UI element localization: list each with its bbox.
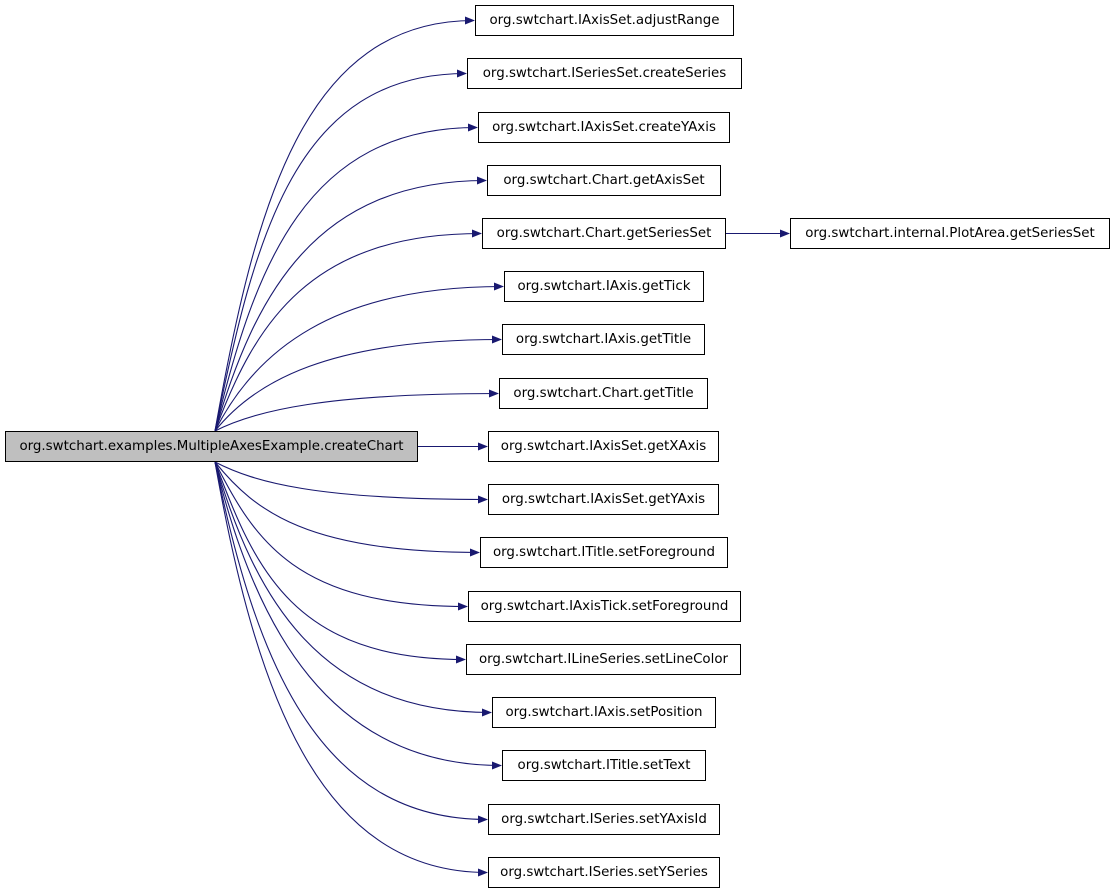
callee-node-set-line-color[interactable]: org.swtchart.ILineSeries.setLineColor bbox=[466, 644, 741, 675]
call-edge bbox=[214, 282, 504, 432]
callee-label: org.swtchart.ITitle.setText bbox=[517, 758, 691, 773]
root-function-label: org.swtchart.examples.MultipleAxesExampl… bbox=[19, 439, 404, 454]
call-edge bbox=[214, 16, 475, 432]
secondary-node-plot-area-get-series-set[interactable]: org.swtchart.internal.PlotArea.getSeries… bbox=[790, 218, 1110, 249]
call-edge bbox=[214, 69, 467, 432]
call-edge bbox=[214, 461, 468, 611]
callee-label: org.swtchart.ISeries.setYSeries bbox=[500, 865, 708, 880]
call-edge bbox=[214, 461, 502, 770]
callee-node-get-y-axis[interactable]: org.swtchart.IAxisSet.getYAxis bbox=[488, 484, 719, 515]
callee-node-get-x-axis[interactable]: org.swtchart.IAxisSet.getXAxis bbox=[488, 431, 719, 462]
callee-node-adjust-range[interactable]: org.swtchart.IAxisSet.adjustRange bbox=[475, 5, 734, 36]
call-edge bbox=[214, 461, 488, 504]
call-edge bbox=[214, 176, 487, 432]
call-edge bbox=[214, 389, 499, 432]
callee-label: org.swtchart.IAxis.setPosition bbox=[505, 705, 703, 720]
callee-label: org.swtchart.IAxisTick.setForeground bbox=[480, 599, 729, 614]
callee-node-get-axis-set[interactable]: org.swtchart.Chart.getAxisSet bbox=[487, 165, 721, 196]
callee-label: org.swtchart.Chart.getAxisSet bbox=[503, 173, 705, 188]
callee-label: org.swtchart.Chart.getTitle bbox=[513, 386, 694, 401]
callee-label: org.swtchart.Chart.getSeriesSet bbox=[496, 226, 712, 241]
callee-label: org.swtchart.IAxis.getTitle bbox=[515, 332, 692, 347]
callee-label: org.swtchart.ISeries.setYAxisId bbox=[501, 812, 707, 827]
callee-node-set-position[interactable]: org.swtchart.IAxis.setPosition bbox=[492, 697, 716, 728]
callee-node-set-text[interactable]: org.swtchart.ITitle.setText bbox=[502, 750, 706, 781]
callee-label: org.swtchart.IAxisSet.createYAxis bbox=[492, 120, 716, 135]
callee-label: org.swtchart.IAxisSet.getYAxis bbox=[501, 492, 706, 507]
call-edge bbox=[214, 461, 466, 664]
callee-node-get-series-set[interactable]: org.swtchart.Chart.getSeriesSet bbox=[482, 218, 726, 249]
call-edge bbox=[214, 461, 488, 824]
callee-label: org.swtchart.ILineSeries.setLineColor bbox=[478, 652, 729, 667]
call-edge bbox=[214, 461, 480, 557]
call-edge bbox=[214, 229, 482, 432]
callee-node-create-y-axis[interactable]: org.swtchart.IAxisSet.createYAxis bbox=[478, 112, 730, 143]
callee-node-chart-get-title[interactable]: org.swtchart.Chart.getTitle bbox=[499, 378, 708, 409]
callee-label: org.swtchart.ITitle.setForeground bbox=[492, 545, 716, 560]
callee-node-axis-tick-set-foreground[interactable]: org.swtchart.IAxisTick.setForeground bbox=[468, 591, 741, 622]
call-edge bbox=[214, 335, 502, 432]
call-edge bbox=[214, 123, 478, 432]
callee-label: org.swtchart.IAxisSet.getXAxis bbox=[500, 439, 707, 454]
callee-label: org.swtchart.IAxisSet.adjustRange bbox=[489, 13, 720, 28]
call-edge bbox=[214, 461, 492, 717]
callee-node-title-set-foreground[interactable]: org.swtchart.ITitle.setForeground bbox=[480, 537, 728, 568]
callee-label: org.swtchart.IAxis.getTick bbox=[517, 279, 691, 294]
callee-node-get-tick[interactable]: org.swtchart.IAxis.getTick bbox=[504, 271, 704, 302]
secondary-label: org.swtchart.internal.PlotArea.getSeries… bbox=[805, 226, 1095, 241]
root-function-node[interactable]: org.swtchart.examples.MultipleAxesExampl… bbox=[5, 431, 418, 462]
callee-label: org.swtchart.ISeriesSet.createSeries bbox=[482, 66, 727, 81]
callee-node-set-y-axis-id[interactable]: org.swtchart.ISeries.setYAxisId bbox=[488, 804, 720, 835]
callee-node-set-y-series[interactable]: org.swtchart.ISeries.setYSeries bbox=[488, 857, 720, 888]
call-edge bbox=[214, 461, 488, 877]
callee-node-axis-get-title[interactable]: org.swtchart.IAxis.getTitle bbox=[502, 324, 705, 355]
callee-node-create-series[interactable]: org.swtchart.ISeriesSet.createSeries bbox=[467, 58, 742, 89]
